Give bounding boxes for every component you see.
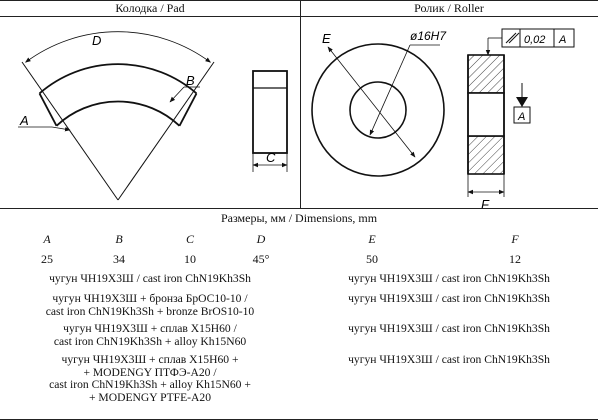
label-c: C	[266, 150, 276, 165]
material-line: чугун ЧН19Х3Ш / cast iron ChN19Kh3Sh	[348, 292, 550, 305]
material-line: cast iron ChN19Kh3Sh + alloy Kh15N60	[53, 334, 247, 348]
pad-drawing: D A B C	[18, 31, 288, 201]
roller-section-bottom	[467, 135, 505, 175]
material-pad-2: чугун ЧН19Х3Ш + бронза БрОС10-10 / cast …	[0, 292, 300, 318]
roller-section-top	[467, 54, 505, 94]
dim-header-f: F	[511, 232, 519, 246]
pad-outer-arc	[38, 63, 198, 95]
dim-value-e: 50	[366, 252, 378, 266]
dim-header-d: D	[256, 232, 266, 246]
dim-header-c: C	[185, 232, 194, 246]
dim-value-a: 25	[41, 252, 53, 266]
dim-header-a: A	[43, 232, 51, 246]
tolerance-datum: A	[558, 34, 566, 46]
label-bore: ø16H7	[410, 29, 447, 43]
material-line: чугун ЧН19Х3Ш / cast iron ChN19Kh3Sh	[49, 272, 251, 285]
roller-header: Ролик / Roller	[414, 1, 484, 15]
tolerance-value: 0,02	[524, 34, 545, 46]
material-roller-3: чугун ЧН19Х3Ш / cast iron ChN19Kh3Sh	[300, 322, 598, 336]
material-line: чугун ЧН19Х3Ш / cast iron ChN19Kh3Sh	[348, 322, 550, 335]
material-line: чугун ЧН19Х3Ш + сплав Х15Н60 /	[63, 322, 237, 335]
material-line: cast iron ChN19Kh3Sh + bronze BrOS10-10	[45, 304, 255, 318]
pad-header: Колодка / Pad	[115, 1, 185, 15]
material-line: cast iron ChN19Kh3Sh + alloy Kh15N60 +	[49, 378, 251, 392]
dimensions-caption: Размеры, мм / Dimensions, mm	[220, 211, 378, 225]
dim-value-f: 12	[509, 252, 521, 266]
material-line: чугун ЧН19Х3Ш / cast iron ChN19Kh3Sh	[348, 272, 550, 285]
material-pad-1: чугун ЧН19Х3Ш / cast iron ChN19Kh3Sh	[0, 272, 300, 286]
material-line: чугун ЧН19Х3Ш + бронза БрОС10-10 /	[52, 292, 248, 305]
datum-a-label: A	[517, 111, 525, 123]
label-f: F	[481, 197, 490, 208]
dim-header-e: E	[368, 232, 376, 246]
dim-value-d: 45°	[252, 252, 270, 266]
label-b: B	[186, 73, 195, 88]
dimension-d-arc	[25, 31, 211, 63]
material-line: + MODENGY PTFE-A20	[88, 390, 212, 404]
pad-side-view	[252, 70, 288, 154]
material-roller-2: чугун ЧН19Х3Ш / cast iron ChN19Kh3Sh	[300, 292, 598, 306]
label-d: D	[92, 33, 101, 48]
roller-outer-circle	[311, 43, 445, 177]
material-line: чугун ЧН19Х3Ш + сплав Х15Н60 +	[61, 353, 239, 366]
pad-inner-arc	[55, 100, 181, 127]
label-a: A	[19, 113, 29, 128]
material-roller-1: чугун ЧН19Х3Ш / cast iron ChN19Kh3Sh	[300, 272, 598, 286]
material-line: чугун ЧН19Х3Ш / cast iron ChN19Kh3Sh	[348, 353, 550, 366]
dim-value-b: 34	[113, 252, 125, 266]
label-e: E	[322, 31, 331, 46]
material-pad-3: чугун ЧН19Х3Ш + сплав Х15Н60 / cast iron…	[0, 322, 300, 348]
material-pad-4: чугун ЧН19Х3Ш + сплав Х15Н60 + + MODENGY…	[0, 353, 300, 404]
material-roller-4: чугун ЧН19Х3Ш / cast iron ChN19Kh3Sh	[300, 353, 598, 367]
roller-drawing: E ø16H7 0,02 A A F	[311, 28, 575, 208]
dim-header-b: B	[115, 232, 123, 246]
dim-value-c: 10	[184, 252, 196, 266]
material-line: + MODENGY ПТФЭ-А20 /	[83, 365, 217, 379]
